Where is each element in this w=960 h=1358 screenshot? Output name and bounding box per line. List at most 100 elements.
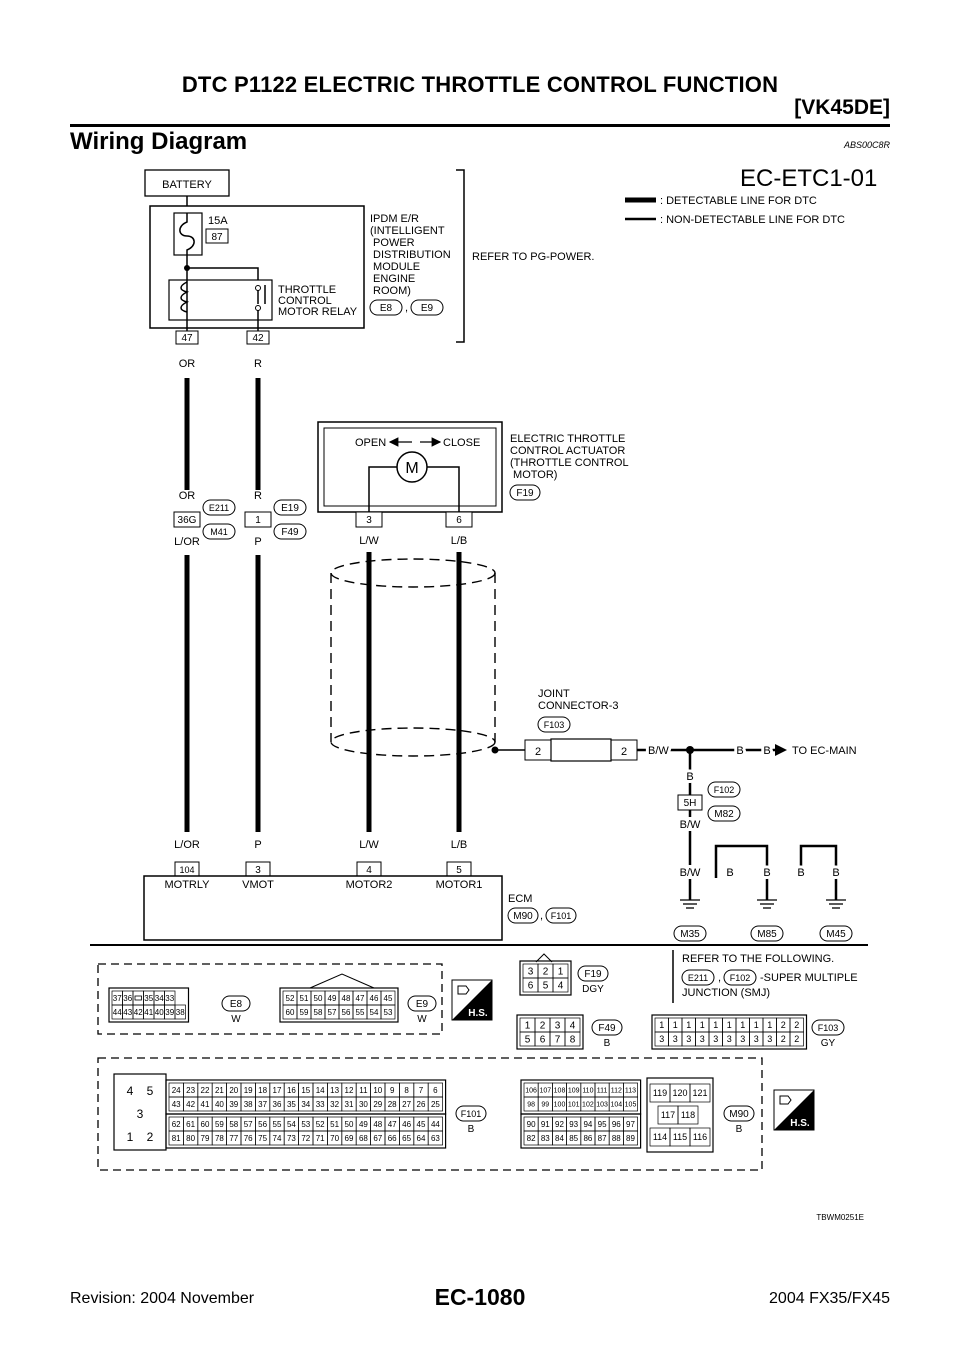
m90-view-lower-pin: 96 [612,1120,621,1129]
ipdm-label-2: (INTELLIGENT [370,225,445,237]
f101-view-upper-pin: 18 [258,1086,267,1095]
ipdm-pin-47: 47 [181,333,193,344]
refer-f102-oval [723,969,757,986]
conn-view-f103-color: GY [821,1038,836,1049]
e9-view-pin: 60 [286,1008,295,1017]
ecm-pin-4: 4 [366,865,372,876]
m90-view-upper-pin: 99 [541,1102,549,1109]
f101-view-lower-pin: 66 [388,1134,397,1143]
m90-view-upper-pin: 106 [525,1088,537,1095]
ecm-pin-3: 3 [255,865,261,876]
f101-view-upper-pin: 37 [258,1100,267,1109]
f49-view-pin: 7 [555,1035,561,1046]
conn-view-f101-id: F101 [461,1109,482,1119]
joint-body [550,738,612,762]
ecm-pin-5: 5 [456,865,462,876]
svg-text:H.S.: H.S. [790,1118,810,1129]
f101-view-lower-pin: 53 [301,1120,310,1129]
fuse-box [173,212,203,256]
m90-view-lower-pin: 97 [626,1120,635,1129]
ipdm-label-3: POWER [370,237,415,249]
m90-view-power-bottom-cell [689,1127,711,1147]
f101-view-lower-pin: 79 [201,1134,210,1143]
f103-view-pin: 1 [713,1020,718,1030]
e8-view-cell [132,990,144,1006]
m90-view-power-top-pin: 119 [653,1088,667,1098]
f101-view-lower-pin: 57 [244,1120,253,1129]
e9-view-housing [279,987,399,1023]
m90-view-upper-pin: 108 [554,1088,566,1095]
e8-view-pin: 39 [165,1008,174,1017]
ground-m35: M35 [680,929,700,940]
f101-view-upper-pin: 42 [186,1100,195,1109]
f101-view-upper-pin: 20 [229,1086,238,1095]
section-title: Wiring Diagram [70,128,248,155]
m90-view-upper-pin: 112 [611,1088,622,1095]
f101-view-upper-pin: 21 [215,1086,224,1095]
m90-view-power-bottom-pin: 115 [673,1132,687,1142]
relay-label-2: CONTROL [278,295,332,307]
f101-view-lower-pin: 46 [402,1120,411,1129]
ipdm-pin-42-box [246,330,270,345]
ecm-name-motrly: MOTRLY [164,879,210,891]
f101-view-lower-pin: 44 [431,1120,440,1129]
e9-view-pin: 49 [328,994,337,1003]
e8-view-pin: 40 [155,1008,164,1017]
actuator-close: CLOSE [443,437,480,449]
ipdm-label-6: ENGINE [370,273,415,285]
m90-view-upper-pin: 111 [597,1088,608,1095]
e9-view-pin: 53 [384,1008,393,1017]
joint-pin-right: 2 [621,746,627,758]
m90-view-upper-pin: 110 [582,1088,593,1095]
wire-color-l-w-top: L/W [359,535,379,547]
conn-view-e9-id: E9 [416,999,429,1010]
e9-view-pin: 47 [356,994,365,1003]
f49-view-housing [516,1014,584,1050]
ipdm-pin-42: 42 [252,333,264,344]
wire-color-b-gnd-1: B [726,867,733,879]
junction-pin-36g-box [173,511,201,528]
f49-view-pin: 1 [525,1021,531,1032]
refer-sep: , [718,972,721,984]
f101-view-upper-pin: 29 [373,1100,382,1109]
wire-color-b-w-gnd: B/W [680,867,701,879]
f101-view-lower-pin: 60 [201,1120,210,1129]
ground-icon-m45 [826,899,846,909]
e9-view-pin: 55 [356,1008,365,1017]
conn-view-f49-id: F49 [598,1023,616,1034]
f19-view-housing [519,960,572,996]
f101-view-lower-pin: 62 [172,1120,181,1129]
wire-color-p-ecm: P [254,839,261,851]
f101-view-upper-pin: 25 [431,1100,440,1109]
m90-view-lower-housing [520,1113,642,1149]
ecm-name-motor1: MOTOR1 [436,879,483,891]
m90-view-upper-pin: 105 [625,1102,637,1109]
m90-view-power-top-cell [689,1083,711,1103]
f101-view-upper-pin: 31 [345,1100,354,1109]
junction-pin-36g: 36G [178,515,197,526]
ipdm-conn-e9-oval [410,299,444,316]
f103-view-pin: 2 [794,1020,799,1030]
m90-view-upper-pin: 109 [568,1088,580,1095]
conn-view-m90-id: M90 [729,1109,749,1120]
m90-view-upper-pin: 104 [610,1102,622,1109]
f101-view-upper-pin: 38 [244,1100,253,1109]
f101-view-lower-pin: 45 [417,1120,426,1129]
f103-view-pin: 1 [673,1020,678,1030]
f101-view-lower-pin: 69 [345,1134,354,1143]
f101-view-upper-pin: 34 [301,1100,310,1109]
f101-view-lower-pin: 50 [345,1120,354,1129]
conn-view-f19-color: DGY [582,984,604,995]
f103-view-pin: 3 [659,1034,664,1044]
ipdm-label-5: MODULE [370,261,420,273]
f103-view-pin: 2 [781,1020,786,1030]
f101-view-power-pin: 1 [127,1130,134,1144]
ecm-box [143,875,503,941]
f101-view-upper-pin: 32 [330,1100,339,1109]
e8-view-pin: 35 [144,994,153,1003]
f103-view-pin: 3 [754,1034,759,1044]
f101-view-lower-pin: 55 [273,1120,282,1129]
